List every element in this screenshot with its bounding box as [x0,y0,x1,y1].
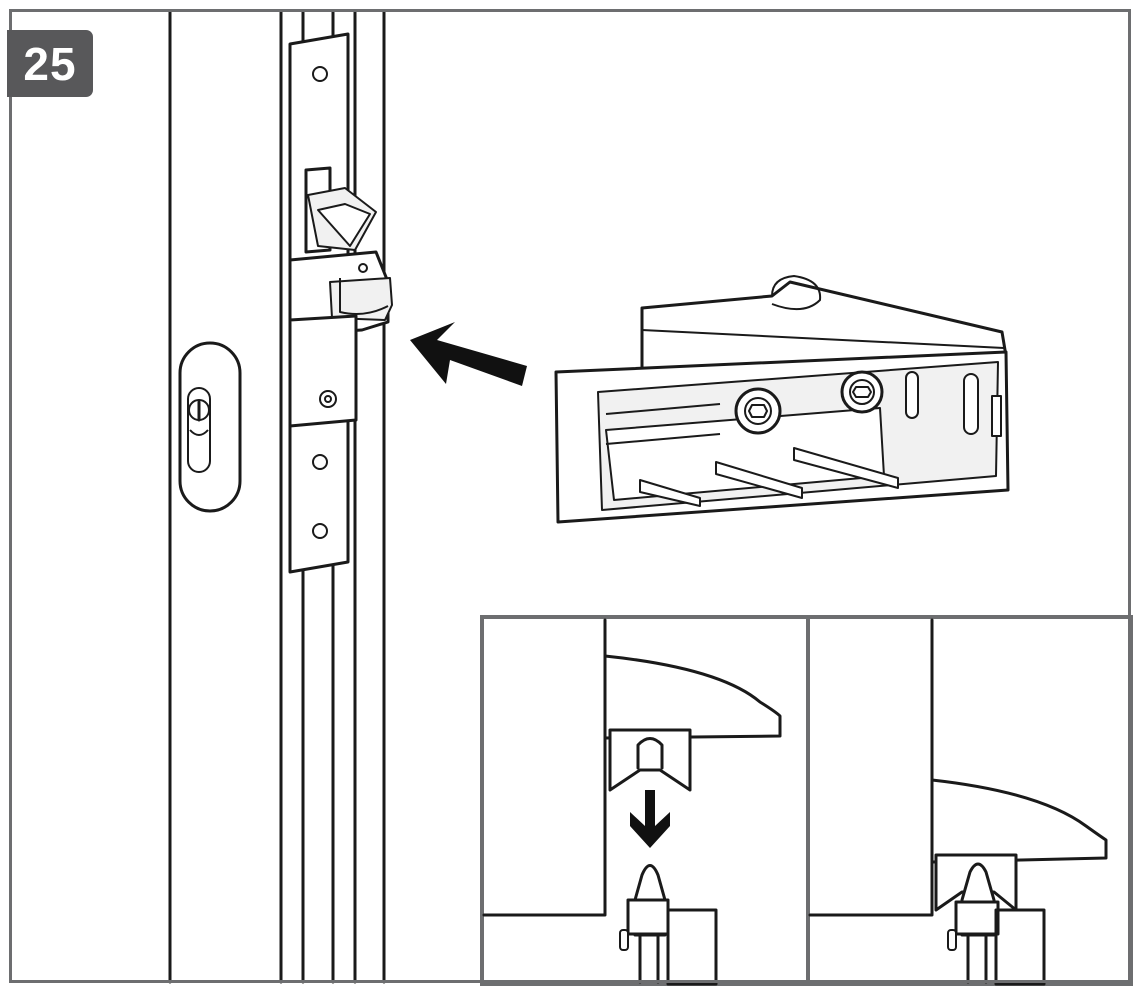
lock-faceplate [288,32,393,574]
arrow-up-left-icon [410,322,527,386]
step-number: 25 [23,37,77,90]
strike-box [554,275,1010,524]
detail-panel-after [806,615,1133,986]
arrow-down-icon [630,790,670,848]
diagram-frame [9,9,1131,983]
lock-cylinder-escutcheon [178,341,242,513]
step-badge: 25 [7,30,93,97]
detail-panel-before [480,615,810,986]
